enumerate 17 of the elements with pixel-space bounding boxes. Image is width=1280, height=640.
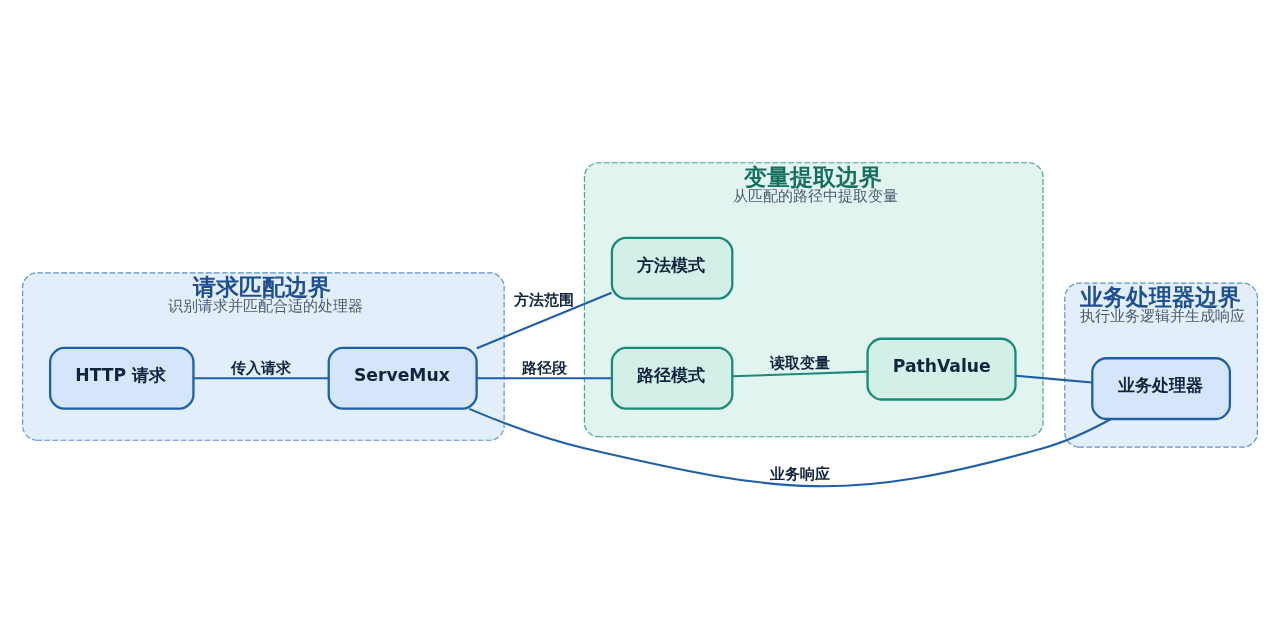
edge-label: 读取变量	[770, 354, 831, 373]
node-box: HTTP 请求	[49, 346, 195, 410]
edge-label: 业务响应	[770, 464, 831, 483]
edge-label: 方法范围	[514, 291, 575, 310]
connector	[468, 407, 1112, 488]
connector	[193, 377, 329, 380]
edge-label: 路径段	[521, 359, 567, 378]
node-box: 方法模式	[610, 236, 734, 300]
node-box: PathValue	[866, 337, 1017, 401]
connector	[476, 377, 612, 380]
connector	[732, 370, 868, 378]
node-box: ServeMux	[327, 346, 478, 410]
node-box: 业务处理器	[1091, 357, 1231, 421]
edge-label: 传入请求	[231, 359, 292, 378]
connector	[1015, 374, 1093, 384]
connector	[476, 291, 612, 350]
node-box: 路径模式	[610, 346, 734, 410]
